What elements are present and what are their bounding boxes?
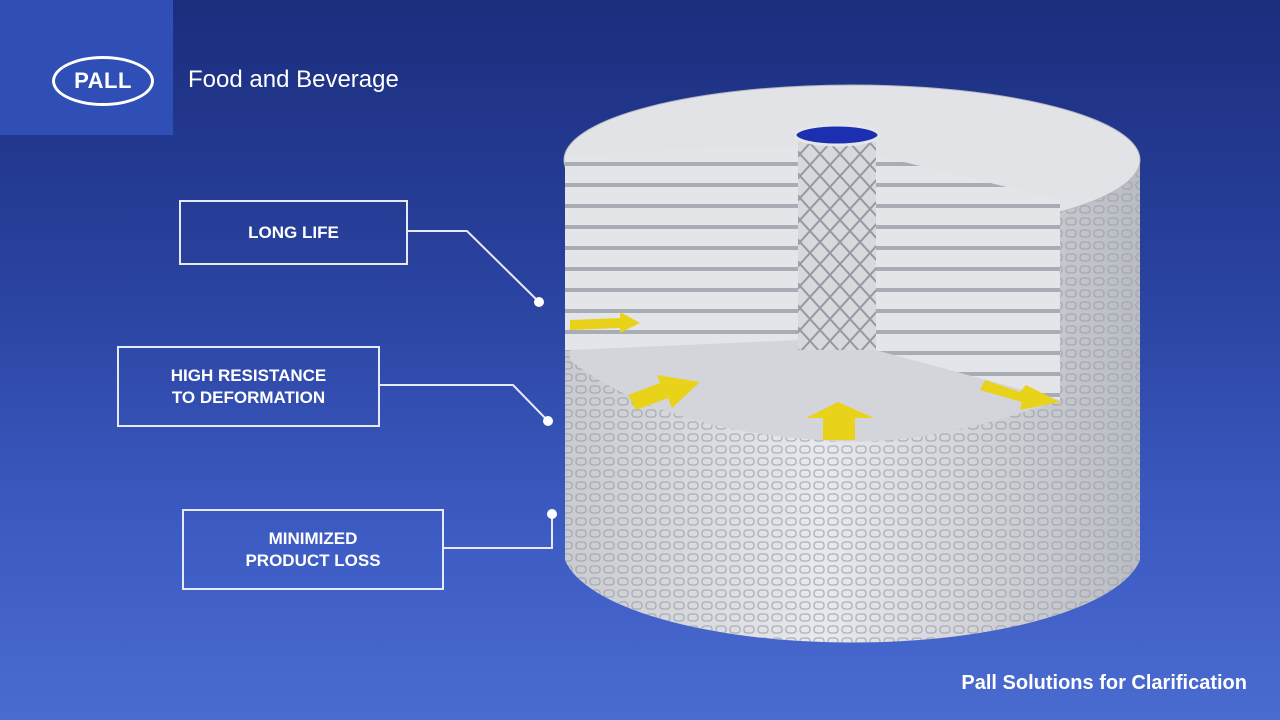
callout-label: HIGH RESISTANCE TO DEFORMATION <box>170 365 327 407</box>
callout-dot <box>547 509 557 519</box>
callout-high-resistance: HIGH RESISTANCE TO DEFORMATION <box>117 346 380 427</box>
logo-panel: PALL <box>0 0 173 135</box>
flow-arrow-icon <box>570 312 640 333</box>
callout-dot <box>534 297 544 307</box>
page-title: Food and Beverage <box>188 66 399 93</box>
callout-connectors <box>379 230 553 549</box>
footer-caption: Pall Solutions for Clarification <box>961 672 1247 694</box>
flow-arrow-icon <box>806 402 874 440</box>
module-body <box>563 84 1141 643</box>
flow-arrows <box>570 312 1060 440</box>
callout-label: MINIMIZED PRODUCT LOSS <box>245 528 381 570</box>
flow-arrow-icon <box>980 380 1060 410</box>
callout-long-life: LONG LIFE <box>179 200 408 265</box>
callout-label: LONG LIFE <box>248 222 339 242</box>
callout-dot <box>543 416 553 426</box>
callout-minimized-loss: MINIMIZED PRODUCT LOSS <box>182 509 444 590</box>
pall-logo: PALL <box>52 56 154 106</box>
flow-arrow-icon <box>628 375 700 410</box>
